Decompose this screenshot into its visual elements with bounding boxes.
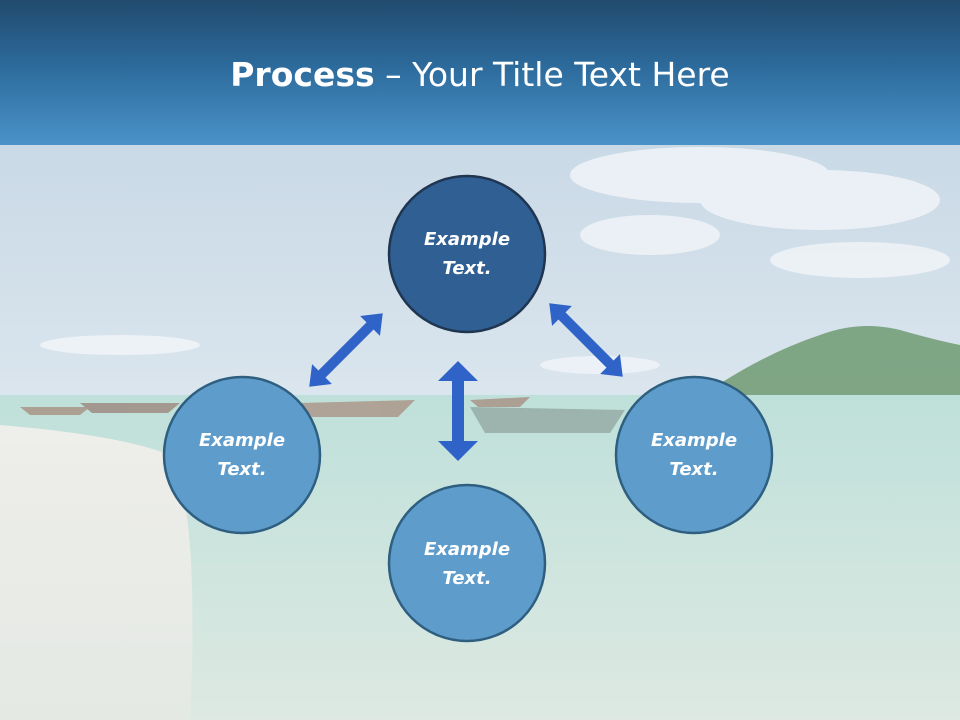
- node-circle-right: [614, 375, 774, 535]
- node-label-line: Text.: [669, 459, 719, 480]
- title-banner: Process – Your Title Text Here: [0, 0, 960, 145]
- node-label-top: Example Text.: [387, 225, 547, 283]
- node-label-line: Text.: [442, 568, 492, 589]
- node-label-right: Example Text.: [614, 426, 774, 484]
- double-arrow-vertical: [438, 361, 478, 461]
- node-label-line: Example: [423, 539, 511, 560]
- node-label-line: Example: [423, 229, 511, 250]
- title-rest-part: – Your Title Text Here: [374, 55, 730, 94]
- node-label-line: Text.: [442, 258, 492, 279]
- double-arrow-top-left: [309, 313, 383, 387]
- node-label-line: Example: [198, 430, 286, 451]
- node-label-line: Example: [650, 430, 738, 451]
- node-circle-bottom: [387, 483, 547, 643]
- node-label-bottom: Example Text.: [387, 535, 547, 593]
- slide-title: Process – Your Title Text Here: [0, 52, 960, 98]
- node-label-line: Text.: [217, 459, 267, 480]
- node-circle-left: [162, 375, 322, 535]
- node-circle-top: [387, 174, 547, 334]
- double-arrow-top-right: [549, 303, 623, 377]
- title-bold-part: Process: [230, 55, 375, 94]
- node-label-left: Example Text.: [162, 426, 322, 484]
